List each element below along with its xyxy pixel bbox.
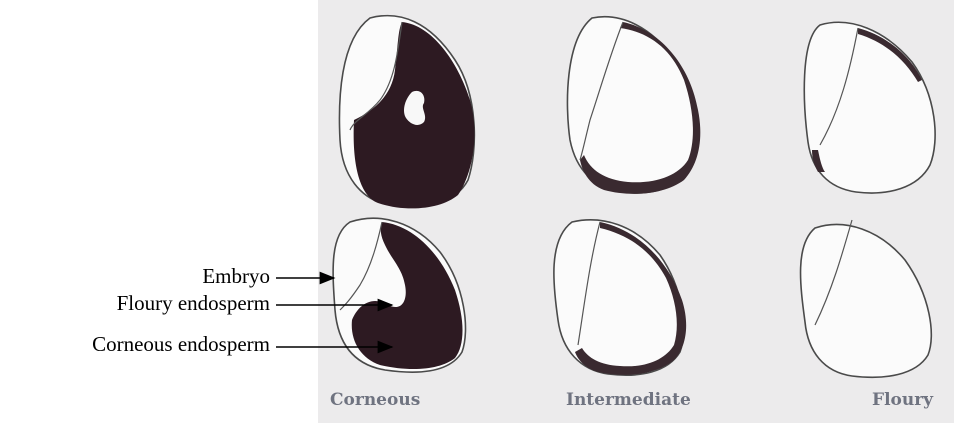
kernel-intermediate-top [567,17,700,194]
kernel-intermediate-bottom [554,220,686,375]
kernel-floury-top [804,22,935,193]
callout-corneous-endosperm: Corneous endosperm [92,332,270,357]
caption-floury: Floury [872,390,933,410]
caption-intermediate: Intermediate [566,390,691,410]
callout-embryo: Embryo [202,264,270,289]
kernel-floury-bottom [801,220,932,377]
callout-floury-endosperm: Floury endosperm [117,291,270,316]
kernel-corneous-top [339,16,474,209]
caption-corneous: Corneous [330,390,420,410]
kernel-corneous-bottom [333,218,465,372]
